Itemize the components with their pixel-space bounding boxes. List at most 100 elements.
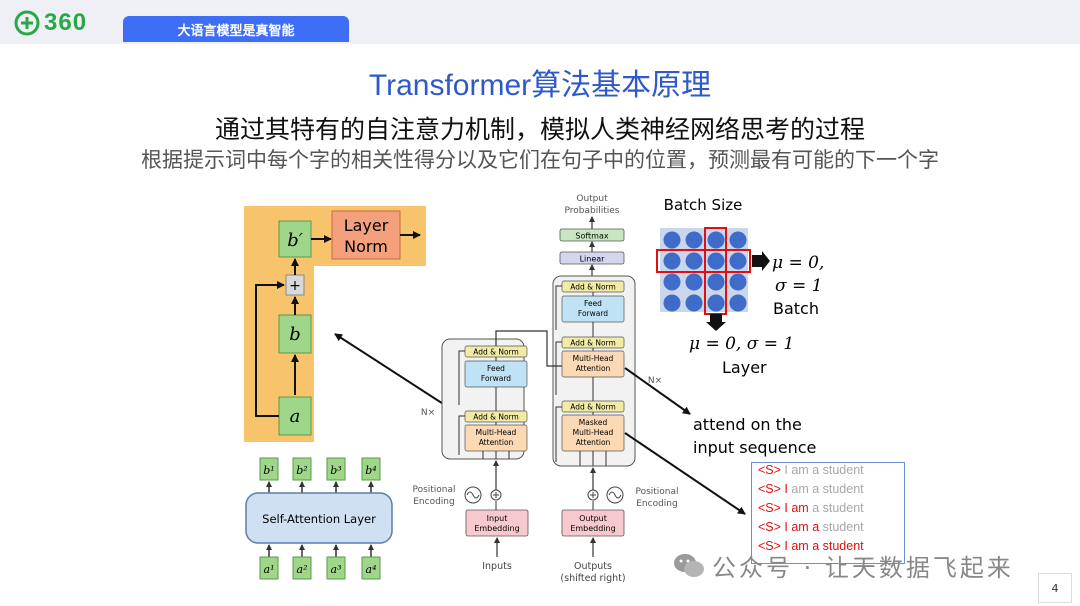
sequence-row-3-rest: a student (808, 501, 864, 515)
layer-norm-box (331, 210, 401, 260)
sequence-row-5-seen: <S> I am a student (758, 539, 864, 553)
encoder-nx-label: N× (421, 408, 435, 418)
input-embedding-line1: Input (487, 514, 508, 523)
sa-input-1: a¹ (264, 563, 275, 576)
norm-dot (663, 294, 681, 312)
norm-dot (663, 231, 681, 249)
norm-dot (685, 231, 703, 249)
sa-output-box-4 (361, 457, 381, 481)
decoder-nx-label: N× (648, 376, 662, 386)
batch-size-label: Batch Size (664, 196, 743, 214)
sequence-row-4: <S> I am a student (752, 520, 904, 539)
sequence-row-4-rest: student (819, 520, 864, 534)
sa-input-box-3 (326, 556, 346, 580)
sa-output-3: b³ (330, 464, 341, 477)
wechat-icon (674, 553, 704, 577)
encoder-add-cross (493, 492, 499, 498)
b-prime-label: b′ (287, 230, 303, 251)
outputs-line2: (shifted right) (560, 573, 625, 584)
layer-norm-line2: Norm (344, 237, 388, 256)
batch-mu-label: μ = 0, (772, 253, 824, 273)
norm-dot (707, 252, 725, 270)
sa-output-1: b¹ (263, 464, 274, 477)
sequence-row-3-seen: <S> I am (758, 501, 809, 515)
decoder-ff-line1: Feed (584, 299, 602, 308)
encoder-positional-line1: Positional (412, 485, 455, 495)
decoder-positional-line2: Encoding (636, 499, 677, 509)
attend-line2: input sequence (693, 438, 816, 457)
sequence-row-1-seen: <S> (758, 463, 781, 477)
decoder-addnorm-3-label: Add & Norm (570, 283, 616, 292)
sa-output-4: b⁴ (365, 464, 376, 477)
b-box (278, 314, 312, 354)
decoder-residual-2 (555, 341, 562, 395)
encoder-positional-line2: Encoding (413, 497, 454, 507)
decoder-masked-line3: Attention (576, 438, 611, 447)
slide-title: Transformer算法基本原理 (368, 69, 712, 102)
encoder-decoder-link (495, 330, 562, 367)
sequence-row-1: <S> I am a student (752, 463, 904, 482)
logo-icon (14, 10, 40, 36)
sa-output-box-3 (326, 457, 346, 481)
encoder-mha-line1: Multi-Head (476, 428, 517, 437)
sa-input-box-4 (361, 556, 381, 580)
decoder-addnorm-1-label: Add & Norm (570, 403, 616, 412)
norm-dot (729, 294, 747, 312)
norm-dot (685, 294, 703, 312)
sa-input-box-2 (292, 556, 312, 580)
layer-norm-line1: Layer (344, 216, 389, 235)
encoder-ff-line1: Feed (487, 364, 505, 373)
norm-grid-dots (663, 231, 747, 312)
arrow-attend (624, 367, 691, 415)
encoder-wave-path (466, 491, 480, 499)
sequence-row-2-rest: am a student (787, 482, 864, 496)
sequence-row-3: <S> I am a student (752, 501, 904, 520)
decoder-masked-line1: Masked (579, 418, 608, 427)
slide-subtitle: 通过其特有的自注意力机制，模拟人类神经网络思考的过程 (214, 115, 865, 144)
output-probabilities-line1: Output (576, 194, 608, 204)
self-attention-input-group: a¹ a² a³ a⁴ (259, 556, 381, 580)
self-attention-label: Self-Attention Layer (262, 512, 376, 526)
header-tab[interactable]: 大语言模型是真智能 (123, 16, 349, 42)
watermark: 公众号 · 让天数据飞起来 (672, 548, 1014, 583)
input-embedding-line2: Embedding (474, 524, 519, 533)
decoder-mha-line1: Multi-Head (573, 354, 614, 363)
batch-arrow-icon (752, 251, 770, 271)
sequence-row-4-seen: <S> I am a (758, 520, 820, 534)
input-embedding-box (465, 509, 529, 537)
sa-input-4: a⁴ (366, 563, 377, 576)
layer-mu-sigma-label: μ = 0, σ = 1 (689, 334, 794, 354)
output-probabilities-line2: Probabilities (565, 206, 620, 216)
norm-dot (663, 273, 681, 291)
batch-sigma-label: σ = 1 (775, 276, 822, 296)
a-label: a (290, 406, 301, 427)
sa-output-2: b² (296, 464, 307, 477)
sa-input-box-1 (259, 556, 279, 580)
slide-subtitle-secondary: 根据提示词中每个字的相关性得分以及它们在句子中的位置，预测最有可能的下一个字 (141, 148, 939, 172)
decoder-mha-line2: Attention (576, 364, 611, 373)
residual-skip-line (255, 281, 285, 417)
norm-dot (707, 294, 725, 312)
decoder-qkv-lines (579, 451, 607, 466)
batch-label: Batch (773, 299, 819, 318)
encoder-residual-2 (458, 350, 465, 405)
self-attention-box (245, 492, 393, 544)
decoder-masked-line2: Multi-Head (573, 428, 614, 437)
a-box (278, 396, 312, 436)
sequence-row-2-seen: <S> I (758, 482, 788, 496)
encoder-addnorm-1-label: Add & Norm (473, 413, 519, 422)
inputs-label: Inputs (482, 561, 512, 572)
encoder-residual-1 (458, 415, 465, 455)
sa-input-3: a³ (331, 563, 342, 576)
encoder-ff-line2: Forward (481, 374, 511, 383)
sa-input-2: a² (297, 563, 308, 576)
brand-logo: 360 (14, 9, 87, 37)
sequence-row-2: <S> I am a student (752, 482, 904, 501)
attend-line1: attend on the (693, 415, 802, 434)
softmax-label: Softmax (575, 232, 608, 241)
sequence-row-5: <S> I am a student (752, 539, 904, 558)
logo-text: 360 (44, 9, 88, 36)
norm-dot (729, 231, 747, 249)
norm-dot (707, 231, 725, 249)
b-label: b (289, 324, 301, 345)
